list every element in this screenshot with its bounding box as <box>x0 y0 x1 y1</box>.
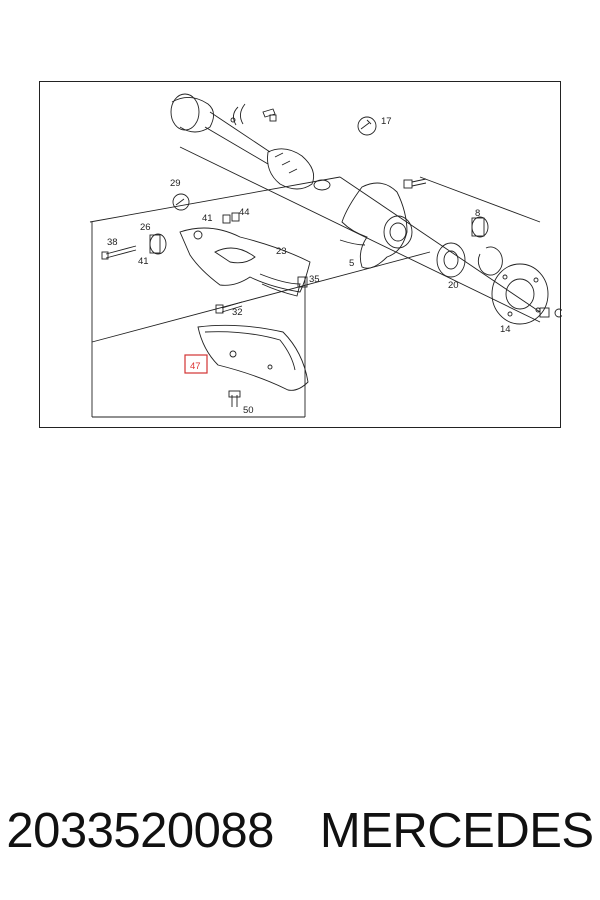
product-caption: 2033520088 MERCEDES <box>0 796 600 866</box>
underbody-shield <box>197 324 309 391</box>
callout-5: 5 <box>349 258 354 269</box>
callout-20: 20 <box>448 280 459 291</box>
steering-knuckle <box>339 182 413 269</box>
brand-name: MERCEDES <box>319 804 594 858</box>
callout-47: 47 <box>190 361 201 372</box>
part-number: 2033520088 <box>6 804 274 858</box>
callout-38: 38 <box>107 237 118 248</box>
callout-23: 23 <box>276 246 287 257</box>
callout-35: 35 <box>309 274 320 285</box>
parts-diagram: 17 29 41 44 26 38 41 23 35 32 47 50 8 5 … <box>39 81 562 428</box>
callout-44: 44 <box>239 207 250 218</box>
callout-32: 32 <box>232 307 243 318</box>
highlight-box-47 <box>184 354 208 374</box>
callout-14: 14 <box>500 324 511 335</box>
drive-shaft <box>170 93 331 191</box>
callout-17: 17 <box>381 116 392 127</box>
exploded-view-drawing: 17 29 41 44 26 38 41 23 35 32 47 50 8 5 … <box>89 93 562 418</box>
callout-8: 8 <box>475 208 480 219</box>
control-arm <box>179 227 311 297</box>
callout-41-upper: 41 <box>202 213 213 224</box>
callout-41-lower: 41 <box>138 256 149 267</box>
callout-29: 29 <box>170 178 181 189</box>
callout-50: 50 <box>243 405 254 416</box>
callout-26: 26 <box>140 222 151 233</box>
wheel-hub <box>491 263 549 325</box>
